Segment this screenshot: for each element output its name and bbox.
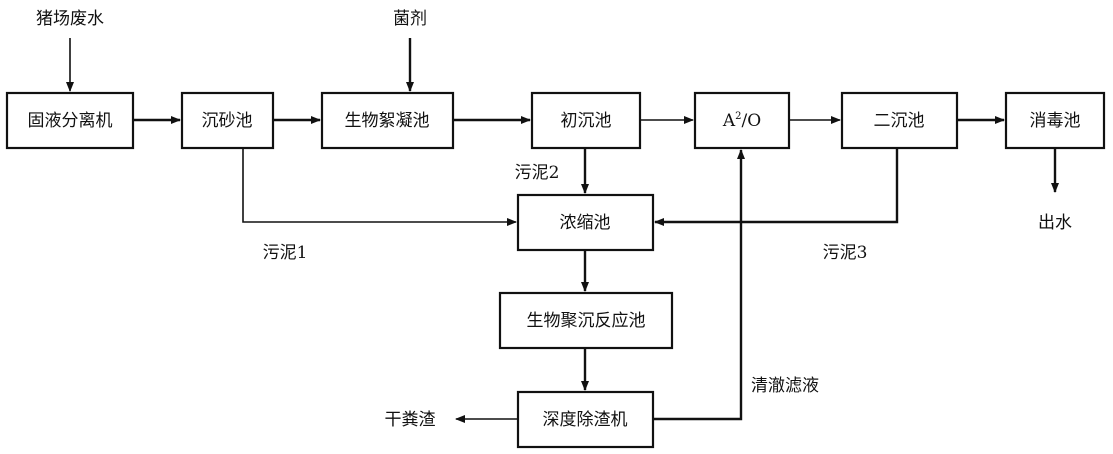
node-a2o: A2/O (693, 91, 791, 150)
node-disinfection: 消毒池 (1004, 91, 1106, 150)
arrow-sludge1 (242, 148, 517, 226)
node-label: A2/O (722, 111, 761, 131)
node-label: 生物絮凝池 (345, 111, 430, 131)
node-label: 深度除渣机 (543, 410, 628, 430)
node-label: 二沉池 (874, 111, 925, 131)
label-input: 猪场废水 (36, 9, 104, 29)
node-primary: 初沉池 (530, 91, 642, 150)
label-sludge1: 污泥1 (263, 243, 308, 263)
node-grit: 沉砂池 (180, 91, 275, 150)
arrow-sludge3 (654, 148, 899, 226)
node-label: 生物聚沉反应池 (527, 311, 646, 331)
label-agent: 菌剂 (393, 9, 427, 29)
label-effluent: 出水 (1038, 213, 1072, 233)
node-bio-settling: 生物聚沉反应池 (498, 291, 674, 350)
node-separator: 固液分离机 (5, 91, 135, 150)
node-secondary: 二沉池 (840, 91, 959, 150)
node-label: 浓缩池 (560, 213, 611, 233)
label-filtrate: 清澈滤液 (751, 376, 819, 396)
node-thickener: 浓缩池 (516, 193, 655, 252)
label-sludge2: 污泥2 (515, 163, 560, 183)
label-dry-residue: 干粪渣 (385, 410, 436, 430)
node-deslagger: 深度除渣机 (516, 390, 655, 449)
node-label: 固液分离机 (28, 111, 113, 131)
node-flocculation: 生物絮凝池 (320, 91, 455, 150)
label-sludge3: 污泥3 (823, 243, 868, 263)
connectors (66, 38, 1059, 423)
arrow-filtrate-return (653, 149, 745, 421)
node-label: 沉砂池 (202, 111, 253, 131)
node-label: 初沉池 (561, 111, 612, 131)
node-label: 消毒池 (1030, 111, 1081, 131)
